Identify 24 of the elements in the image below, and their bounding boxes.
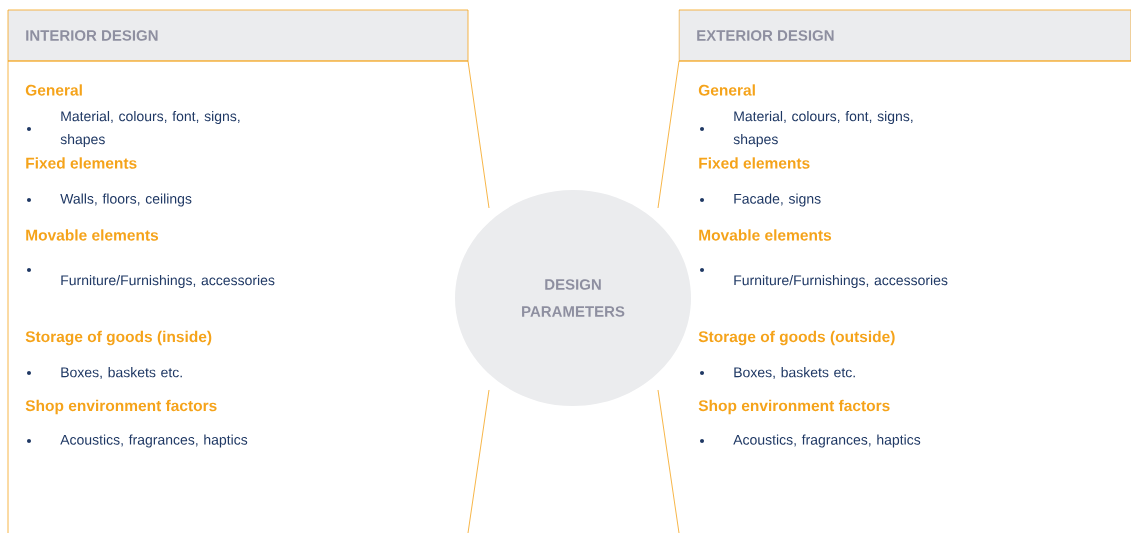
bullet-item: Boxes, baskets etc.: [734, 367, 855, 379]
bullet-item: Boxes, baskets etc.: [61, 367, 182, 379]
content-panel: [7, 60, 490, 533]
section-heading: Fixed elements: [699, 157, 810, 169]
bullet-item: Material, colours, font, signs, shapes: [60, 110, 240, 147]
header-band: INTERIOR DESIGN: [7, 9, 469, 62]
section-heading: General: [25, 84, 82, 96]
bullet-item: Acoustics, fragrances, haptics: [60, 434, 248, 448]
section-heading: Shop environment factors: [698, 399, 890, 415]
bullet-item: Furniture/Furnishings, accessories: [61, 274, 275, 288]
header-band: EXTERIOR DESIGN: [678, 9, 1131, 62]
bullet-item: Facade, signs: [734, 193, 821, 207]
bullet-item: Furniture/Furnishings, accessories: [734, 274, 948, 288]
bullet-item: Material, colours, font, signs, shapes: [733, 110, 913, 147]
bullet-item: Walls, floors, ceilings: [60, 193, 192, 207]
section-heading: Shop environment factors: [25, 399, 217, 415]
bullet-item: Acoustics, fragrances, haptics: [733, 434, 921, 448]
section-heading: General: [698, 84, 755, 96]
section-heading: Movable elements: [26, 229, 159, 241]
section-heading: Movable elements: [699, 229, 832, 241]
section-heading: Storage of goods (inside): [25, 330, 212, 346]
content-panel: [657, 60, 1131, 533]
section-heading: Storage of goods (outside): [698, 330, 895, 346]
section-heading: Fixed elements: [26, 157, 137, 169]
